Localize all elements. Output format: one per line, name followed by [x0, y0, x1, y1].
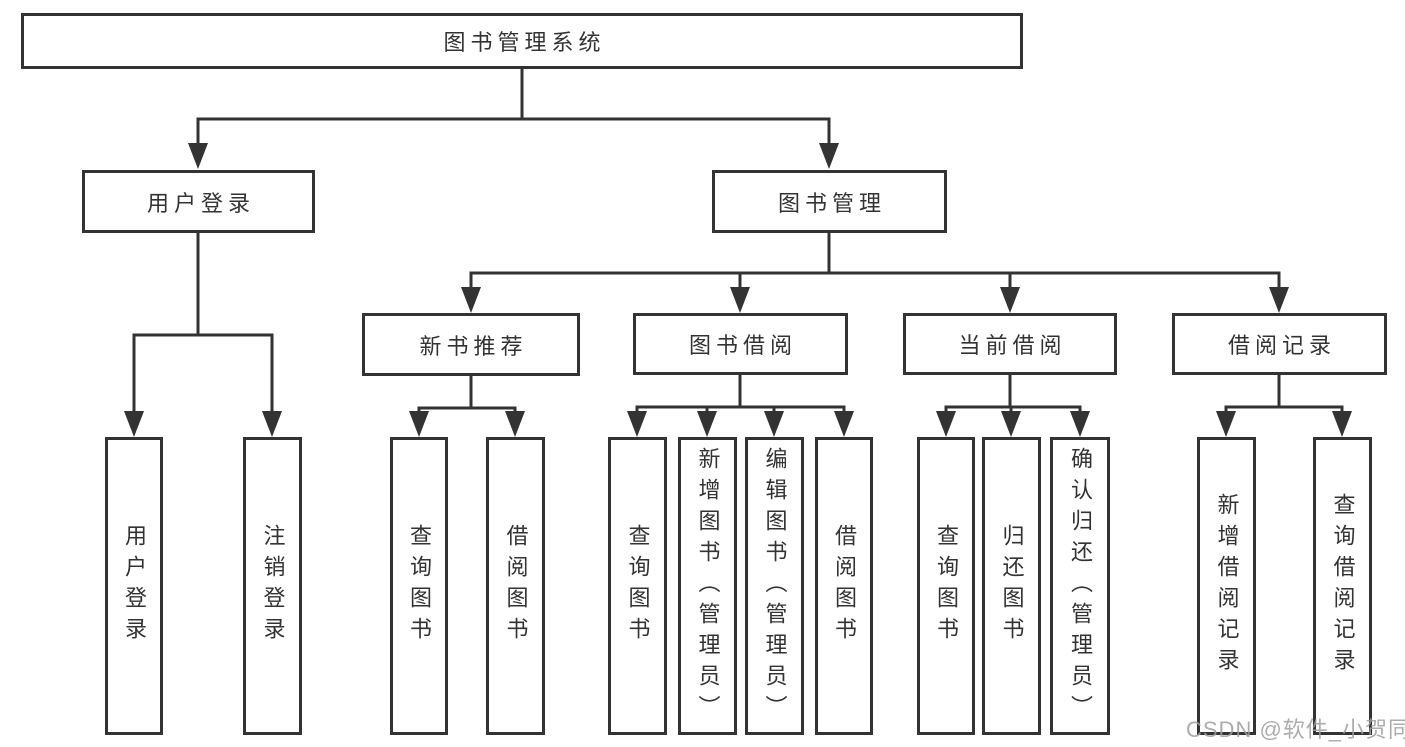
watermark: CSDN @软件_小贺同学	[1186, 717, 1405, 742]
arrow-down-icon	[730, 287, 750, 313]
arrow-down-icon	[1269, 287, 1289, 313]
node-label: 图书管理	[777, 190, 886, 216]
node-label: 当前借阅	[958, 333, 1067, 358]
node-label: 归还图书	[999, 524, 1025, 648]
node-label: 用户登录	[122, 524, 147, 648]
node-label: 查询借阅记录	[1330, 493, 1356, 679]
node-user-login: 用户登录	[82, 170, 315, 233]
leaf-user-login: 用户登录	[105, 437, 163, 735]
connector-root-to-level1	[188, 69, 839, 169]
arrow-down-icon	[697, 411, 717, 437]
connector-new-book-rec-children	[409, 376, 525, 437]
node-label: 新书推荐	[419, 333, 528, 359]
node-label: 借阅记录	[1227, 333, 1336, 358]
node-current-borrowing: 当前借阅	[903, 313, 1117, 375]
arrow-down-icon	[819, 143, 839, 169]
connector-book-mgmt-children	[461, 233, 1289, 313]
leaf-confirm-return-admin: 确认归还（管理员）	[1050, 437, 1110, 735]
arrow-down-icon	[1332, 411, 1352, 437]
node-label: 查询图书	[407, 524, 432, 648]
arrow-down-icon	[627, 411, 647, 437]
node-book-management: 图书管理	[712, 170, 947, 233]
leaf-logout: 注销登录	[243, 437, 302, 735]
leaf-borrow-books-1: 借阅图书	[486, 437, 545, 735]
node-book-borrowing: 图书借阅	[633, 313, 848, 375]
leaf-edit-books-admin: 编辑图书（管理员）	[745, 437, 804, 735]
arrow-down-icon	[1070, 411, 1090, 437]
connector-current-borrow-children	[936, 375, 1090, 437]
leaf-query-borrow-record: 查询借阅记录	[1313, 437, 1372, 735]
node-label: 编辑图书（管理员）	[762, 446, 788, 726]
arrow-down-icon	[461, 287, 481, 313]
arrow-down-icon	[1001, 411, 1021, 437]
arrow-down-icon	[124, 411, 144, 437]
node-borrowing-records: 借阅记录	[1172, 313, 1387, 375]
leaf-borrow-books-2: 借阅图书	[815, 437, 873, 735]
leaf-query-books-3: 查询图书	[917, 437, 975, 735]
arrow-down-icon	[834, 411, 854, 437]
arrow-down-icon	[1000, 287, 1020, 313]
node-label: 借阅图书	[832, 524, 857, 648]
node-label: 新增借阅记录	[1214, 493, 1240, 679]
arrow-down-icon	[505, 411, 525, 437]
arrow-down-icon	[936, 411, 956, 437]
node-new-book-recommendation: 新书推荐	[362, 313, 580, 376]
node-label: 图书管理系统	[443, 30, 606, 55]
leaf-add-borrow-record: 新增借阅记录	[1197, 437, 1256, 735]
arrow-down-icon	[188, 143, 208, 169]
connector-user-login-children	[124, 233, 282, 437]
node-label: 借阅图书	[503, 524, 529, 648]
leaf-add-books-admin: 新增图书（管理员）	[678, 437, 737, 735]
node-label: 确认归还（管理员）	[1068, 446, 1093, 726]
connector-borrow-record-children	[1216, 375, 1352, 437]
node-label: 用户登录	[146, 190, 255, 216]
arrow-down-icon	[262, 411, 282, 437]
node-label: 新增图书（管理员）	[695, 446, 721, 726]
node-book-management-system: 图书管理系统	[21, 13, 1023, 69]
node-label: 查询图书	[934, 524, 959, 648]
arrow-down-icon	[1216, 411, 1236, 437]
node-label: 图书借阅	[688, 333, 797, 358]
leaf-query-books-2: 查询图书	[608, 437, 667, 735]
leaf-return-books: 归还图书	[982, 437, 1041, 735]
leaf-query-books-1: 查询图书	[390, 437, 448, 735]
arrow-down-icon	[409, 411, 429, 437]
node-label: 查询图书	[625, 524, 651, 648]
connector-book-borrow-children	[627, 375, 854, 437]
node-label: 注销登录	[260, 524, 286, 648]
arrow-down-icon	[764, 411, 784, 437]
